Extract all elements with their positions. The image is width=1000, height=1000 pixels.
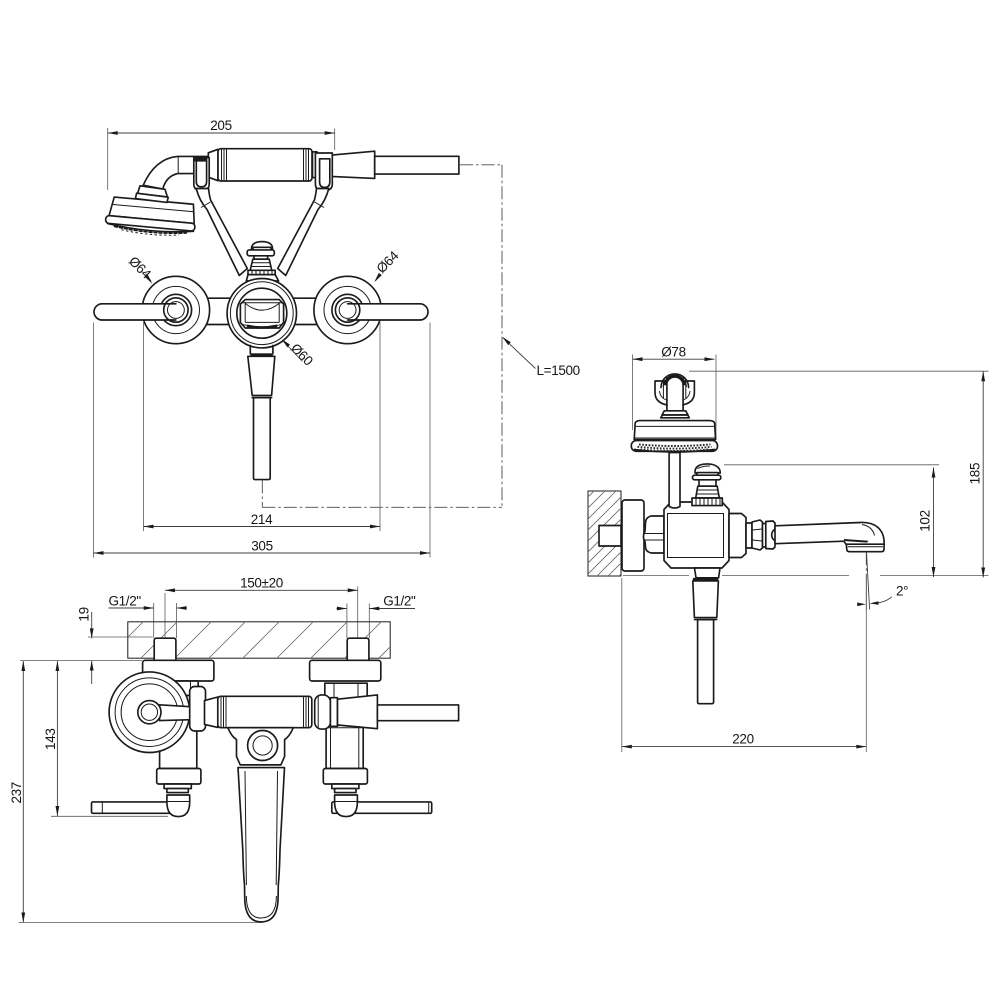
- svg-text:G1/2": G1/2": [109, 594, 142, 609]
- svg-text:Ø78: Ø78: [661, 345, 685, 360]
- svg-text:L=1500: L=1500: [537, 363, 580, 378]
- svg-text:237: 237: [9, 782, 24, 803]
- svg-text:19: 19: [76, 607, 91, 621]
- svg-text:305: 305: [251, 539, 272, 554]
- svg-text:214: 214: [251, 512, 273, 527]
- svg-text:220: 220: [732, 732, 753, 747]
- svg-text:205: 205: [210, 118, 231, 133]
- svg-text:2°: 2°: [896, 584, 908, 599]
- svg-text:143: 143: [43, 728, 58, 749]
- svg-text:150±20: 150±20: [240, 576, 283, 591]
- svg-text:185: 185: [967, 463, 982, 484]
- svg-text:102: 102: [918, 510, 933, 531]
- svg-text:G1/2": G1/2": [383, 594, 416, 609]
